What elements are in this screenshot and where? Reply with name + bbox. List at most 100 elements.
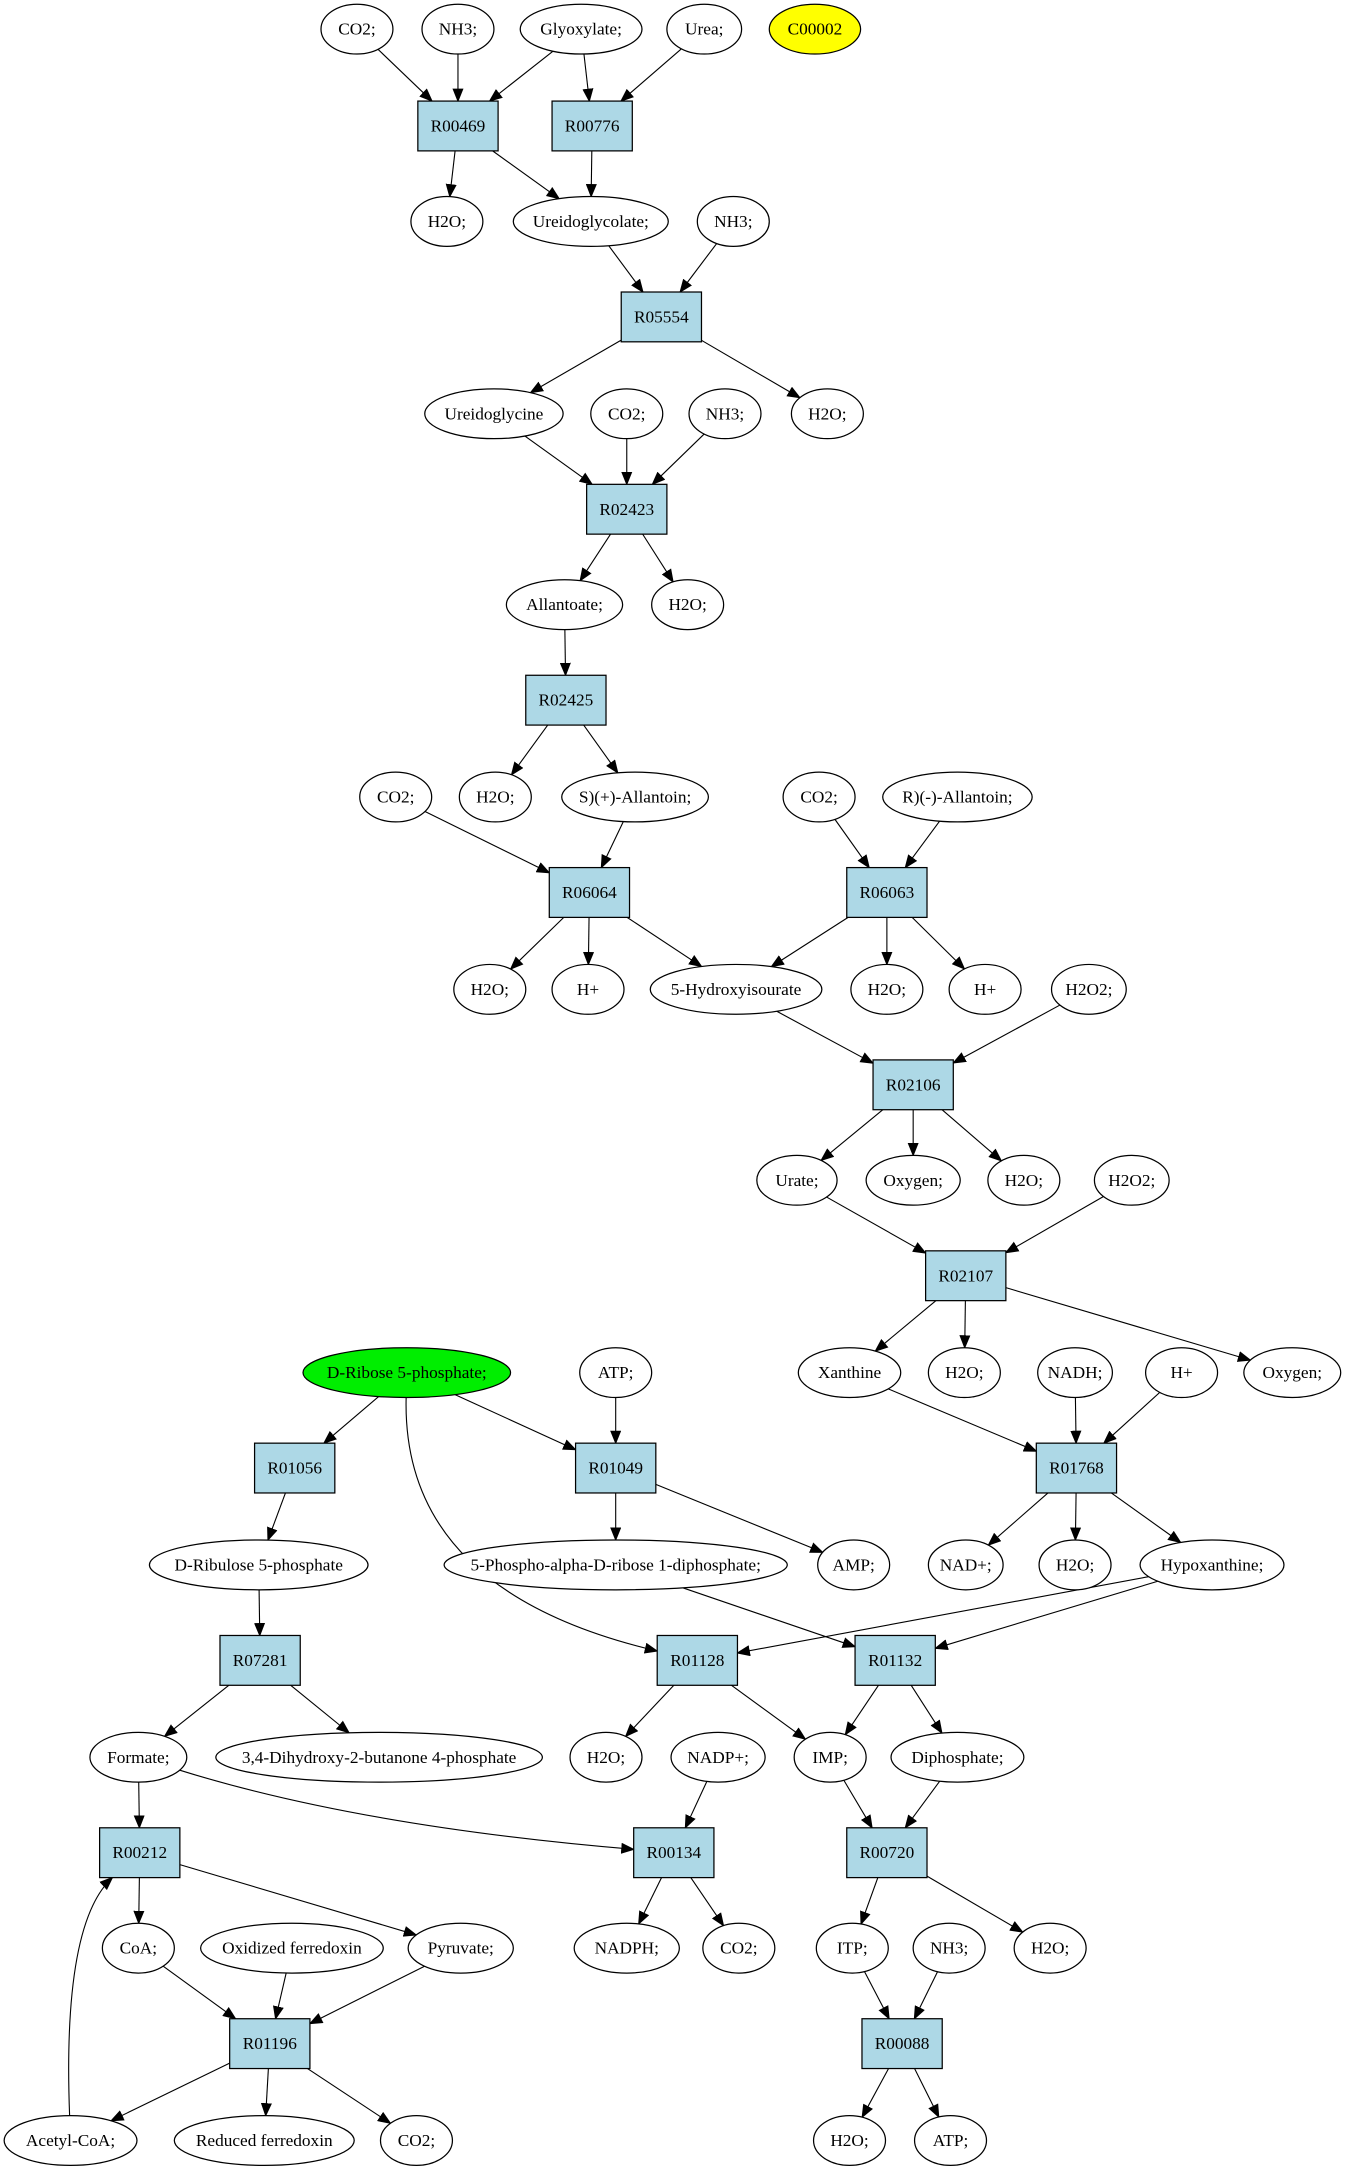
reaction-node-R01128[interactable]: R01128 [656, 1634, 739, 1686]
reaction-node-R02106[interactable]: R02106 [872, 1059, 954, 1111]
compound-node-oxygen_1[interactable]: Oxygen; [865, 1154, 961, 1206]
compound-node-h2o_9[interactable]: H2O; [1038, 1539, 1112, 1591]
compound-node-h2o_11[interactable]: H2O; [1013, 1922, 1087, 1974]
edge-R00212-to-pyruvate [179, 1864, 418, 1937]
compound-node-redfd[interactable]: Reduced ferredoxin [173, 2114, 355, 2167]
compound-node-h2o_8[interactable]: H2O; [927, 1347, 1001, 1399]
node-label: R01132 [868, 1651, 922, 1670]
compound-node-r_allantoin[interactable]: R)(-)-Allantoin; [882, 771, 1033, 823]
compound-node-co2_4[interactable]: CO2; [782, 771, 856, 823]
compound-node-acetylcoa[interactable]: Acetyl-CoA; [3, 2114, 138, 2167]
reaction-node-R07281[interactable]: R07281 [219, 1634, 301, 1686]
compound-node-nh3_2[interactable]: NH3; [696, 195, 770, 247]
compound-node-itp[interactable]: ITP; [815, 1922, 889, 1974]
compound-node-nh3_4[interactable]: NH3; [912, 1922, 986, 1974]
compound-node-ureidoglycolate[interactable]: Ureidoglycolate; [512, 195, 669, 247]
reaction-node-R06064[interactable]: R06064 [548, 866, 631, 919]
compound-node-hiu[interactable]: 5-Hydroxyisourate [649, 963, 823, 1015]
compound-ellipse [199, 1922, 384, 1974]
compound-node-pyruvate[interactable]: Pyruvate; [407, 1922, 514, 1974]
compound-node-h2o_6[interactable]: H2O; [850, 963, 924, 1015]
node-label: Oxygen; [1263, 1363, 1323, 1382]
reaction-node-R02107[interactable]: R02107 [924, 1250, 1007, 1302]
compound-node-nadh[interactable]: NADH; [1037, 1347, 1114, 1399]
edge-dribulose-to-R07281 [254, 1589, 266, 1637]
node-label: H2O; [1005, 1171, 1043, 1190]
compound-node-h2o_10[interactable]: H2O; [569, 1731, 643, 1783]
edge-R00720-to-h2o_11 [926, 1875, 1024, 1933]
compound-node-amp[interactable]: AMP; [817, 1539, 891, 1591]
reaction-node-R00134[interactable]: R00134 [633, 1827, 715, 1879]
edges-layer [68, 48, 1252, 2125]
compound-node-nadpplus[interactable]: NADP+; [670, 1731, 766, 1783]
compound-node-dribulose[interactable]: D-Ribulose 5-phosphate [148, 1539, 369, 1591]
compound-node-h2o_5[interactable]: H2O; [453, 963, 527, 1015]
reaction-node-R00212[interactable]: R00212 [98, 1827, 181, 1879]
compound-node-oxfd[interactable]: Oxidized ferredoxin [199, 1922, 384, 1974]
reaction-node-R02425[interactable]: R02425 [525, 674, 607, 726]
compound-node-ureidoglycine[interactable]: Ureidoglycine [424, 388, 564, 440]
compound-node-co2_2[interactable]: CO2; [590, 388, 664, 440]
reaction-node-R00469[interactable]: R00469 [417, 100, 499, 152]
reaction-node-R01196[interactable]: R01196 [229, 2018, 311, 2070]
compound-ellipse [359, 771, 433, 823]
compound-node-nadph[interactable]: NADPH; [573, 1922, 680, 1974]
reaction-box [219, 1634, 301, 1686]
reaction-node-R02423[interactable]: R02423 [586, 483, 668, 535]
compound-node-hplus_1[interactable]: H+ [551, 963, 625, 1015]
compound-node-diphosphate[interactable]: Diphosphate; [890, 1731, 1025, 1783]
edge-nadpplus-to-R00134 [684, 1781, 708, 1830]
edge-coa-to-R01196 [162, 1965, 237, 2020]
reaction-node-R01049[interactable]: R01049 [574, 1442, 657, 1494]
compound-node-imp[interactable]: IMP; [793, 1731, 867, 1783]
reaction-node-R00088[interactable]: R00088 [861, 2018, 943, 2070]
compound-node-atp_2[interactable]: ATP; [913, 2114, 988, 2167]
compound-node-allantoate[interactable]: Allantoate; [505, 579, 624, 631]
compound-node-hypoxanthine[interactable]: Hypoxanthine; [1139, 1539, 1285, 1591]
compound-node-glyox[interactable]: Glyoxylate; [519, 3, 643, 55]
compound-node-h2o_7[interactable]: H2O; [987, 1154, 1061, 1206]
compound-node-co2_5[interactable]: CO2; [702, 1922, 776, 1974]
compound-ellipse [379, 2114, 454, 2167]
compound-node-urea[interactable]: Urea; [666, 3, 743, 55]
compound-node-co2_6[interactable]: CO2; [379, 2114, 454, 2167]
node-label: Diphosphate; [911, 1748, 1003, 1767]
compound-node-dhbp[interactable]: 3,4-Dihydroxy-2-butanone 4-phosphate [215, 1731, 543, 1783]
node-label: D-Ribulose 5-phosphate [174, 1555, 343, 1574]
compound-node-h2o2_2[interactable]: H2O2; [1093, 1154, 1170, 1206]
compound-node-h2o_1[interactable]: H2O; [410, 195, 484, 247]
compound-node-c00002[interactable]: C00002 [768, 3, 862, 55]
compound-node-h2o_3[interactable]: H2O; [651, 579, 725, 631]
compound-node-nh3_1[interactable]: NH3; [421, 3, 495, 55]
compound-node-nh3_3[interactable]: NH3; [688, 388, 762, 440]
node-label: H2O2; [1065, 980, 1112, 999]
compound-node-co2_3[interactable]: CO2; [359, 771, 433, 823]
reaction-node-R01132[interactable]: R01132 [854, 1634, 936, 1686]
compound-node-h2o_2[interactable]: H2O; [790, 388, 864, 440]
compound-node-oxygen_2[interactable]: Oxygen; [1243, 1347, 1342, 1399]
compound-node-coa[interactable]: CoA; [101, 1922, 175, 1974]
compound-node-hplus_2[interactable]: H+ [948, 963, 1022, 1015]
reaction-node-R01768[interactable]: R01768 [1035, 1442, 1118, 1494]
compound-node-atp_1[interactable]: ATP; [579, 1347, 653, 1399]
compound-node-h2o_4[interactable]: H2O; [458, 771, 532, 823]
compound-ellipse [1037, 1347, 1114, 1399]
compound-node-co2_1[interactable]: CO2; [320, 3, 394, 55]
compound-node-prpp[interactable]: 5-Phospho-alpha-D-ribose 1-diphosphate; [443, 1539, 788, 1591]
compound-node-xanthine[interactable]: Xanthine [797, 1347, 902, 1399]
reaction-node-R06063[interactable]: R06063 [846, 866, 928, 919]
compound-node-hplus_3[interactable]: H+ [1144, 1347, 1219, 1399]
reaction-node-R05554[interactable]: R05554 [620, 291, 703, 343]
compound-node-s_allantoin[interactable]: S)(+)-Allantoin; [561, 771, 710, 823]
compound-node-formate[interactable]: Formate; [89, 1731, 188, 1783]
compound-ellipse [1144, 1347, 1219, 1399]
compound-node-h2o2_1[interactable]: H2O2; [1050, 963, 1127, 1015]
reaction-node-R01056[interactable]: R01056 [253, 1442, 336, 1494]
reaction-node-R00776[interactable]: R00776 [551, 100, 633, 152]
compound-node-urate[interactable]: Urate; [756, 1154, 838, 1206]
reaction-node-R00720[interactable]: R00720 [846, 1827, 928, 1879]
compound-node-h2o_12[interactable]: H2O; [812, 2114, 887, 2167]
compound-node-dribose[interactable]: D-Ribose 5-phosphate; [302, 1347, 512, 1399]
compound-node-nadplus[interactable]: NAD+; [927, 1539, 1004, 1591]
edge-co2_3-to-R06064 [424, 810, 551, 874]
